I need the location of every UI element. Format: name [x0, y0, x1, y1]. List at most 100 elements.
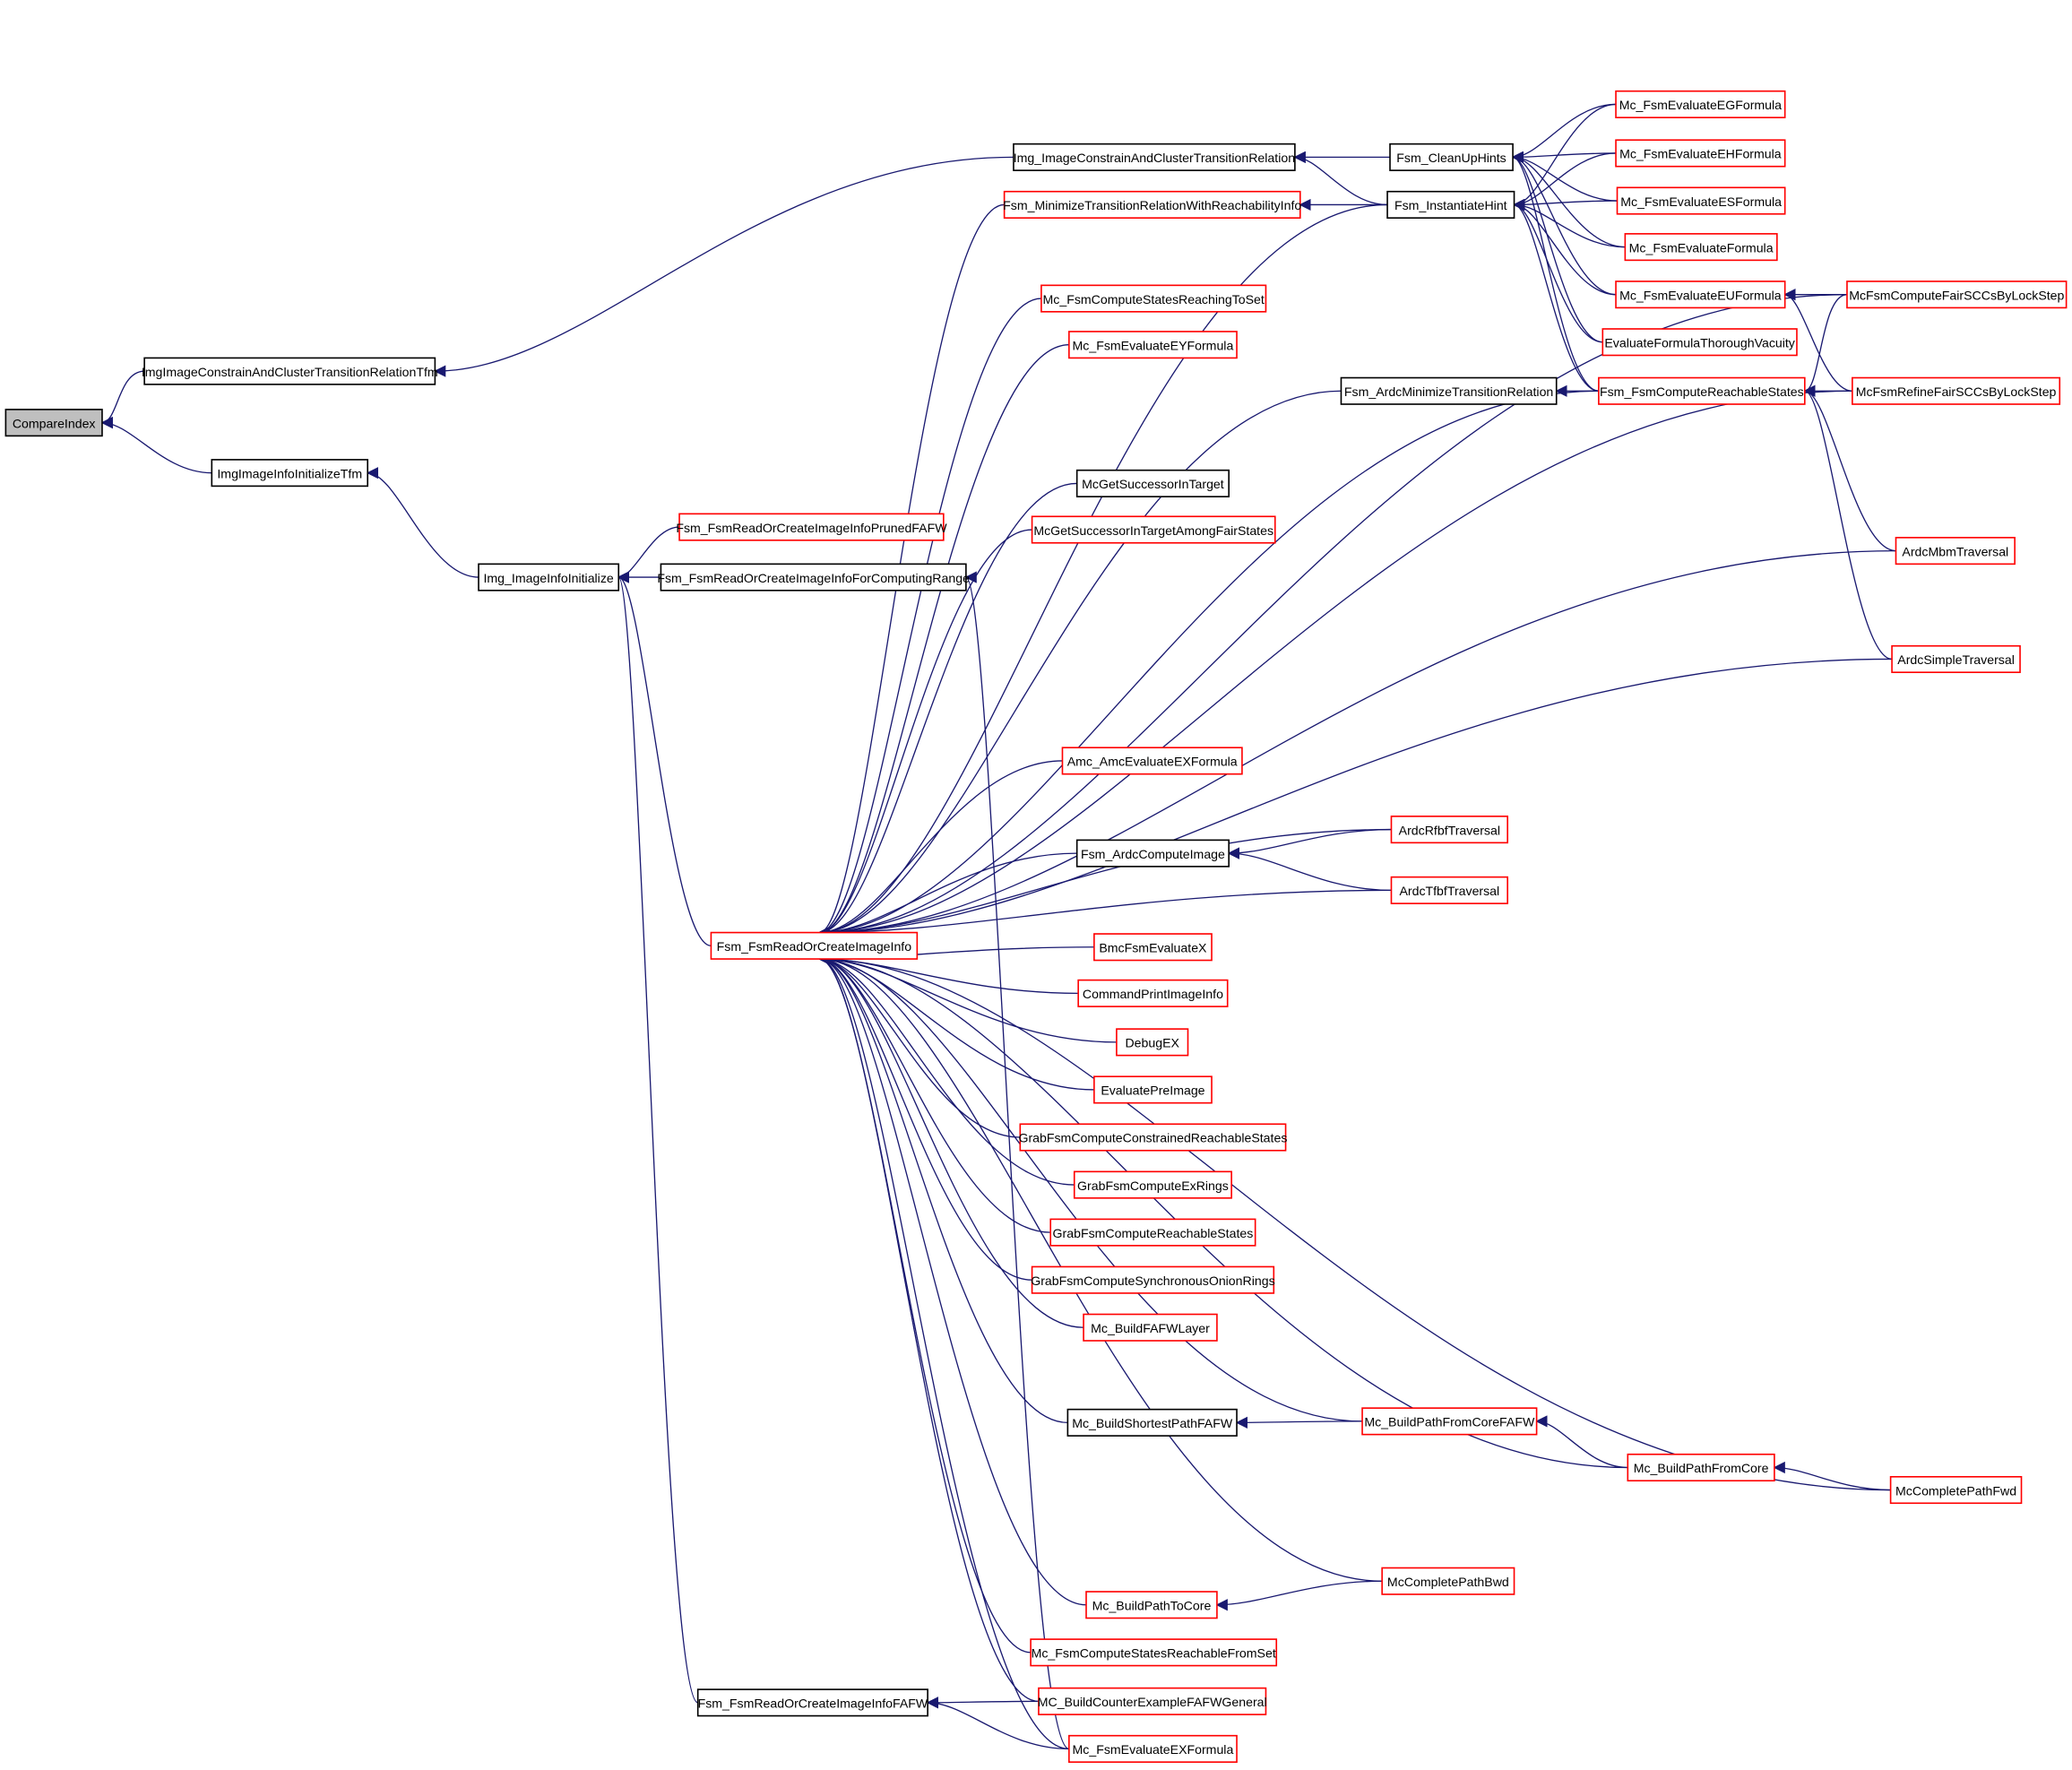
graph-node-Simple[interactable]: ArdcSimpleTraversal — [1891, 644, 2021, 674]
graph-node-EG[interactable]: Mc_FsmEvaluateEGFormula — [1615, 90, 1786, 118]
graph-node-GrabReach[interactable]: GrabFsmComputeReachableStates — [1049, 1218, 1256, 1247]
node-box[interactable] — [1627, 1453, 1775, 1482]
node-box[interactable] — [1030, 1638, 1278, 1667]
node-box[interactable] — [1040, 284, 1267, 313]
graph-node-GrabOnion[interactable]: GrabFsmComputeSynchronousOnionRings — [1031, 1265, 1275, 1294]
node-box[interactable] — [1361, 1407, 1538, 1436]
node-box[interactable] — [1889, 1475, 2023, 1505]
node-box[interactable] — [1598, 376, 1806, 405]
graph-node-EX[interactable]: Mc_FsmEvaluateEXFormula — [1068, 1734, 1238, 1763]
node-box[interactable] — [1085, 1591, 1218, 1619]
node-box[interactable] — [1340, 376, 1558, 405]
node-box[interactable] — [1390, 816, 1508, 844]
graph-node-EU[interactable]: Mc_FsmEvaluateEUFormula — [1615, 281, 1786, 309]
graph-node-ImgInit[interactable]: Img_ImageInfoInitialize — [478, 563, 620, 591]
node-box[interactable] — [1624, 233, 1778, 262]
graph-node-Fwd[interactable]: McCompletePathFwd — [1889, 1475, 2023, 1505]
node-box[interactable] — [1066, 1408, 1238, 1437]
node-box[interactable] — [1601, 328, 1798, 357]
node-box[interactable] — [1013, 142, 1296, 171]
graph-node-ImgTfm[interactable]: ImgImageConstrainAndClusterTransitionRel… — [142, 357, 438, 385]
graph-node-Amc[interactable]: Amc_AmcEvaluateEXFormula — [1061, 747, 1243, 775]
node-box[interactable] — [1616, 186, 1786, 215]
node-box[interactable] — [211, 459, 369, 488]
node-box[interactable] — [1019, 1123, 1287, 1152]
node-box[interactable] — [1852, 376, 2061, 405]
node-box[interactable] — [1116, 1028, 1189, 1057]
node-box[interactable] — [143, 357, 436, 385]
graph-node-CompareIndex[interactable]: CompareIndex — [4, 409, 103, 437]
graph-node-Instantiate[interactable]: Fsm_InstantiateHint — [1386, 190, 1515, 220]
graph-node-Bmc[interactable]: BmcFsmEvaluateX — [1093, 933, 1213, 962]
node-box[interactable] — [1049, 1218, 1256, 1247]
graph-node-Reach[interactable]: Fsm_FsmComputeReachableStates — [1598, 376, 1806, 405]
node-box[interactable] — [1093, 933, 1213, 962]
node-box[interactable] — [1031, 1265, 1275, 1294]
node-box[interactable] — [710, 931, 919, 960]
node-box[interactable] — [1061, 747, 1243, 775]
graph-node-Vacuity[interactable]: EvaluateFormulaThoroughVacuity — [1601, 328, 1798, 357]
graph-node-FAFWLayer[interactable]: Mc_BuildFAFWLayer — [1083, 1313, 1218, 1342]
graph-node-CleanUp[interactable]: Fsm_CleanUpHints — [1389, 142, 1514, 171]
node-box[interactable] — [1386, 190, 1515, 220]
node-box[interactable] — [1615, 281, 1786, 309]
node-box[interactable] — [1068, 331, 1238, 359]
node-box[interactable] — [1073, 1170, 1232, 1199]
node-box[interactable] — [696, 1688, 928, 1717]
node-box[interactable] — [1381, 1567, 1515, 1595]
node-box[interactable] — [1075, 469, 1230, 497]
graph-node-FairSCC[interactable]: McFsmComputeFairSCCsByLockStep — [1846, 281, 2068, 309]
graph-node-ES[interactable]: Mc_FsmEvaluateESFormula — [1616, 186, 1786, 215]
node-box[interactable] — [1390, 876, 1508, 904]
node-box[interactable] — [660, 563, 967, 591]
node-box[interactable] — [1075, 839, 1230, 868]
graph-node-ReachFrom[interactable]: Mc_FsmComputeStatesReachableFromSet — [1030, 1638, 1278, 1667]
graph-node-FromCore[interactable]: Mc_BuildPathFromCore — [1627, 1453, 1775, 1482]
node-box[interactable] — [1389, 142, 1514, 171]
graph-node-ArdcMin[interactable]: Fsm_ArdcMinimizeTransitionRelation — [1340, 376, 1558, 405]
graph-node-Range[interactable]: Fsm_FsmReadOrCreateImageInfoForComputing… — [657, 563, 970, 591]
graph-node-CexFAFW[interactable]: MC_BuildCounterExampleFAFWGeneral — [1038, 1687, 1267, 1715]
graph-node-Rfbf[interactable]: ArdcRfbfTraversal — [1390, 816, 1508, 844]
graph-node-Bwd[interactable]: McCompletePathBwd — [1381, 1567, 1515, 1595]
graph-node-PreImage[interactable]: EvaluatePreImage — [1093, 1075, 1213, 1104]
node-box[interactable] — [1077, 979, 1229, 1007]
node-box[interactable] — [1891, 644, 2021, 674]
node-box[interactable] — [1093, 1075, 1213, 1104]
node-box[interactable] — [1846, 281, 2068, 309]
graph-node-Mbm[interactable]: ArdcMbmTraversal — [1895, 537, 2016, 566]
graph-node-DebugEX[interactable]: DebugEX — [1116, 1028, 1189, 1057]
node-box[interactable] — [478, 563, 620, 591]
node-box[interactable] — [4, 409, 103, 437]
graph-node-Refine[interactable]: McFsmRefineFairSCCsByLockStep — [1852, 376, 2061, 405]
graph-node-InfoFAFW[interactable]: Fsm_FsmReadOrCreateImageInfoFAFW — [696, 1688, 928, 1717]
node-box[interactable] — [1895, 537, 2016, 566]
graph-node-Succ[interactable]: McGetSuccessorInTarget — [1075, 469, 1230, 497]
graph-node-GrabEx[interactable]: GrabFsmComputeExRings — [1073, 1170, 1232, 1199]
graph-node-GrabCons[interactable]: GrabFsmComputeConstrainedReachableStates — [1018, 1123, 1287, 1152]
graph-node-ToCore[interactable]: Mc_BuildPathToCore — [1085, 1591, 1218, 1619]
node-box[interactable] — [678, 513, 945, 541]
graph-node-SuccFair[interactable]: McGetSuccessorInTargetAmongFairStates — [1031, 515, 1276, 544]
node-box[interactable] — [1083, 1313, 1218, 1342]
graph-node-EH[interactable]: Mc_FsmEvaluateEHFormula — [1615, 139, 1786, 168]
node-box[interactable] — [1031, 515, 1276, 544]
graph-node-ReadCreate[interactable]: Fsm_FsmReadOrCreateImageInfo — [710, 931, 919, 960]
graph-node-Shortest[interactable]: Mc_BuildShortestPathFAFW — [1066, 1408, 1238, 1437]
graph-node-EY[interactable]: Mc_FsmEvaluateEYFormula — [1068, 331, 1238, 359]
node-box[interactable] — [1038, 1687, 1267, 1715]
graph-node-Formula[interactable]: Mc_FsmEvaluateFormula — [1624, 233, 1778, 262]
graph-node-Tfbf[interactable]: ArdcTfbfTraversal — [1390, 876, 1508, 904]
graph-node-MinTR[interactable]: Fsm_MinimizeTransitionRelationWithReacha… — [1003, 190, 1301, 220]
graph-node-ArdcImg[interactable]: Fsm_ArdcComputeImage — [1075, 839, 1230, 868]
node-box[interactable] — [1615, 90, 1786, 118]
node-box[interactable] — [1615, 139, 1786, 168]
graph-node-ImgCACTR[interactable]: Img_ImageConstrainAndClusterTransitionRe… — [1013, 142, 1296, 171]
graph-node-CoreFAFW[interactable]: Mc_BuildPathFromCoreFAFW — [1361, 1407, 1538, 1436]
graph-node-CmdPrint[interactable]: CommandPrintImageInfo — [1077, 979, 1229, 1007]
graph-node-ImgInitTfm[interactable]: ImgImageInfoInitializeTfm — [211, 459, 369, 488]
node-box[interactable] — [1003, 190, 1301, 220]
graph-node-Pruned[interactable]: Fsm_FsmReadOrCreateImageInfoPrunedFAFW — [676, 513, 947, 541]
node-box[interactable] — [1068, 1734, 1238, 1763]
graph-node-ReachingTo[interactable]: Mc_FsmComputeStatesReachingToSet — [1040, 284, 1267, 313]
